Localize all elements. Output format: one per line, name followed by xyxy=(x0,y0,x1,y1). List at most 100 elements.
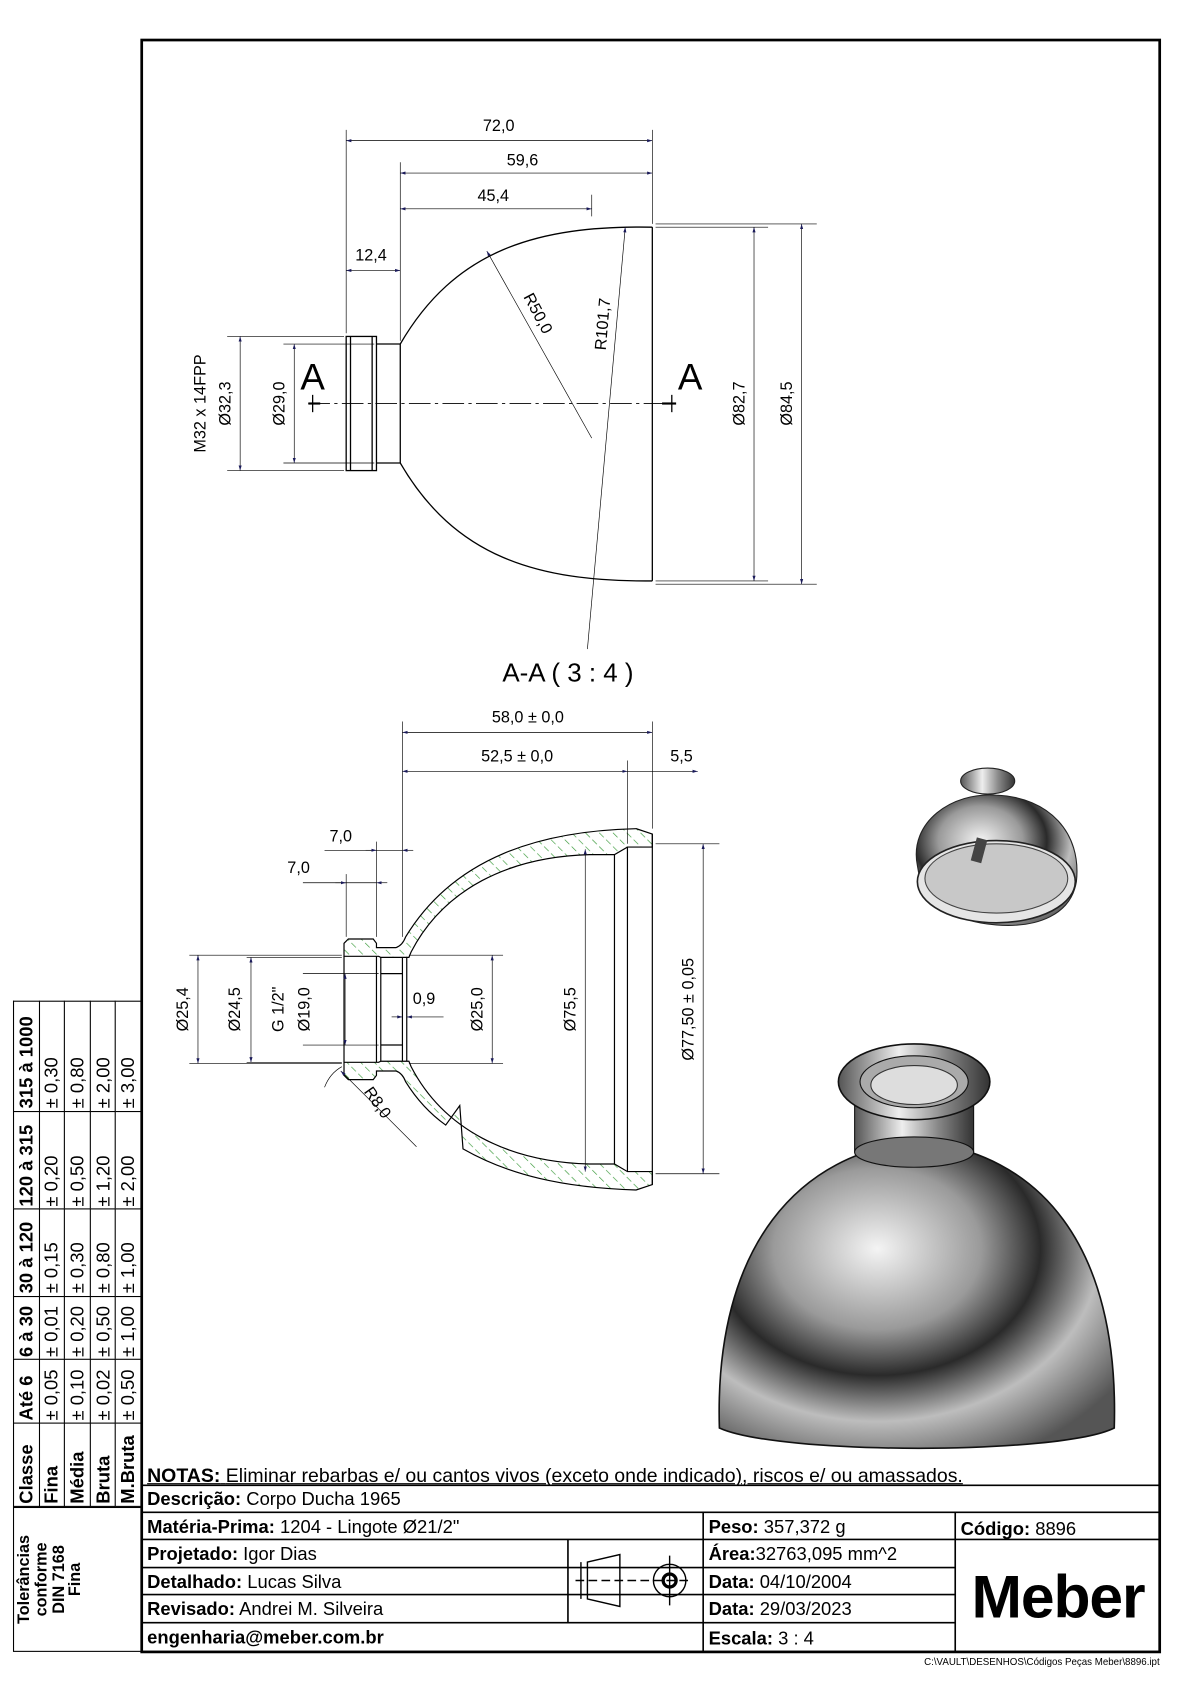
tol-cell: ± 0,30 xyxy=(64,1209,91,1297)
section-marker-right: A xyxy=(678,356,703,397)
section-wall-top xyxy=(343,828,653,958)
tol-cell: ± 1,00 xyxy=(115,1209,142,1297)
note-line: DIN 7168 xyxy=(49,1545,68,1614)
detailed-by-value: Lucas Silva xyxy=(247,1571,342,1593)
dim-d25: Ø25,0 xyxy=(468,987,486,1031)
tol-cell: ± 0,05 xyxy=(39,1359,65,1424)
tol-cell: ± 3,00 xyxy=(115,1001,142,1112)
title-block-grid xyxy=(141,1484,1160,1652)
note-line: Tolerâncias xyxy=(15,1534,34,1624)
description-label: Descrição: xyxy=(147,1488,242,1510)
date-label: Data: xyxy=(708,1598,755,1620)
tol-header: 6 à 30 xyxy=(13,1296,40,1360)
bowl-outline-top xyxy=(399,226,653,345)
email-link[interactable]: engenharia@meber.com.br xyxy=(147,1627,384,1648)
tol-header: 315 à 1000 xyxy=(13,1001,40,1112)
dim-g-1-2: G 1/2" xyxy=(269,986,287,1032)
scale-cell: Escala: 3 : 4 xyxy=(705,1626,954,1652)
tol-cell: ± 0,02 xyxy=(90,1359,116,1424)
area-cell: Área:32763,095 mm^2 xyxy=(705,1542,954,1568)
date-label: Data: xyxy=(708,1571,755,1593)
notes-text: Eliminar rebarbas e/ ou cantos vivos (ex… xyxy=(225,1464,963,1487)
revised-by-cell: Revisado: Andrei M. Silveira xyxy=(144,1597,566,1623)
dim-7-lower: 7,0 xyxy=(287,859,310,877)
detailed-by-label: Detalhado: xyxy=(147,1571,243,1593)
tol-cell: ± 1,20 xyxy=(90,1111,116,1210)
email-cell: engenharia@meber.com.br xyxy=(144,1625,701,1651)
tol-header: 30 à 120 xyxy=(13,1209,40,1297)
date-revised-cell: Data: 29/03/2023 xyxy=(705,1597,954,1623)
file-path: C:\VAULT\DESENHOS\Códigos Peças Meber\88… xyxy=(924,1656,1160,1668)
sheet-border xyxy=(140,38,1162,1654)
tol-class: Bruta xyxy=(90,1423,116,1507)
section-title: A-A ( 3 : 4 ) xyxy=(502,658,633,688)
dim-r101-7: R101,7 xyxy=(592,297,614,351)
designed-by-cell: Projetado: Igor Dias xyxy=(144,1542,566,1568)
note-line: conforme xyxy=(32,1542,51,1617)
tol-cell: ± 0,20 xyxy=(39,1111,65,1210)
tol-cell: ± 0,50 xyxy=(90,1296,116,1360)
tol-row: Bruta ± 0,02 ± 0,50 ± 0,80 ± 1,20 ± 2,00 xyxy=(90,1001,116,1507)
tol-cell: ± 2,00 xyxy=(90,1001,116,1112)
dim-d75-5: Ø75,5 xyxy=(562,987,580,1031)
dim-59-6: 59,6 xyxy=(507,152,539,170)
dim-d32-3: Ø32,3 xyxy=(216,381,234,425)
code-cell: Código: 8896 xyxy=(957,1517,1158,1543)
tol-cell: ± 0,80 xyxy=(64,1001,91,1112)
tol-row: Fina ± 0,05 ± 0,01 ± 0,15 ± 0,20 ± 0,30 xyxy=(39,1001,65,1507)
dim-d77-5: Ø77,50 ± 0,05 xyxy=(679,958,697,1061)
designed-by-label: Projetado: xyxy=(147,1543,239,1565)
tol-row: M.Bruta ± 0,50 ± 1,00 ± 1,00 ± 2,00 ± 3,… xyxy=(115,1001,142,1507)
tol-cell: ± 0,10 xyxy=(64,1359,91,1424)
scale-value: 3 : 4 xyxy=(778,1628,814,1649)
date-revised-value: 29/03/2023 xyxy=(759,1598,852,1620)
description-value: Corpo Ducha 1965 xyxy=(246,1488,401,1510)
area-value: 32763,095 mm^2 xyxy=(755,1543,898,1565)
first-angle-projection-icon xyxy=(575,1553,693,1608)
dim-d84-5: Ø84,5 xyxy=(778,381,796,425)
tol-class: Média xyxy=(64,1423,91,1507)
tol-cell: ± 0,50 xyxy=(115,1359,142,1424)
revised-by-value: Andrei M. Silveira xyxy=(239,1598,384,1620)
dim-thread: M32 x 14FPP xyxy=(192,354,210,452)
top-view xyxy=(308,226,677,582)
code-value: 8896 xyxy=(1035,1518,1077,1540)
notes-row: NOTAS: Eliminar rebarbas e/ ou cantos vi… xyxy=(144,1463,1159,1487)
weight-cell: Peso: 357,372 g xyxy=(705,1515,954,1541)
section-marker-left: A xyxy=(300,356,325,397)
dim-d19: Ø19,0 xyxy=(295,987,313,1031)
tolerance-standard-note: Tolerâncias conforme DIN 7168 Fina xyxy=(12,1506,142,1652)
detailed-by-cell: Detalhado: Lucas Silva xyxy=(144,1570,566,1596)
tol-row: Média ± 0,10 ± 0,20 ± 0,30 ± 0,50 ± 0,80 xyxy=(64,1001,91,1507)
dim-52-5: 52,5 ± 0,0 xyxy=(481,748,553,766)
dim-5-5: 5,5 xyxy=(670,748,693,766)
meber-logo: Meber xyxy=(971,1562,1145,1631)
tol-header: Até 6 xyxy=(13,1359,40,1424)
dim-45-4: 45,4 xyxy=(478,187,510,205)
tol-class: Fina xyxy=(39,1423,65,1507)
tol-class: M.Bruta xyxy=(115,1423,142,1507)
code-label: Código: xyxy=(960,1518,1031,1540)
section-wall-bottom xyxy=(343,1060,653,1191)
render-small-view xyxy=(915,767,1078,926)
tol-header: 120 à 315 xyxy=(13,1111,40,1210)
dim-7-upper: 7,0 xyxy=(329,828,352,846)
revised-by-label: Revisado: xyxy=(147,1598,236,1620)
notes-label: NOTAS: xyxy=(147,1464,221,1487)
bowl-outline-bottom xyxy=(399,462,653,582)
tol-cell: ± 1,00 xyxy=(115,1296,142,1360)
tol-cell: ± 0,01 xyxy=(39,1296,65,1360)
description-row: Descrição: Corpo Ducha 1965 xyxy=(144,1486,1159,1512)
area-label: Área: xyxy=(708,1543,756,1565)
tol-cell: ± 0,50 xyxy=(64,1111,91,1210)
date-created-cell: Data: 04/10/2004 xyxy=(705,1570,954,1596)
dim-d25-4: Ø25,4 xyxy=(174,987,192,1031)
tol-cell: ± 0,15 xyxy=(39,1209,65,1297)
dim-72: 72,0 xyxy=(483,117,515,135)
tol-cell: ± 0,30 xyxy=(39,1001,65,1112)
dim-d29: Ø29,0 xyxy=(271,381,289,425)
designed-by-value: Igor Dias xyxy=(243,1543,317,1565)
dim-d82-7: Ø82,7 xyxy=(730,381,748,425)
